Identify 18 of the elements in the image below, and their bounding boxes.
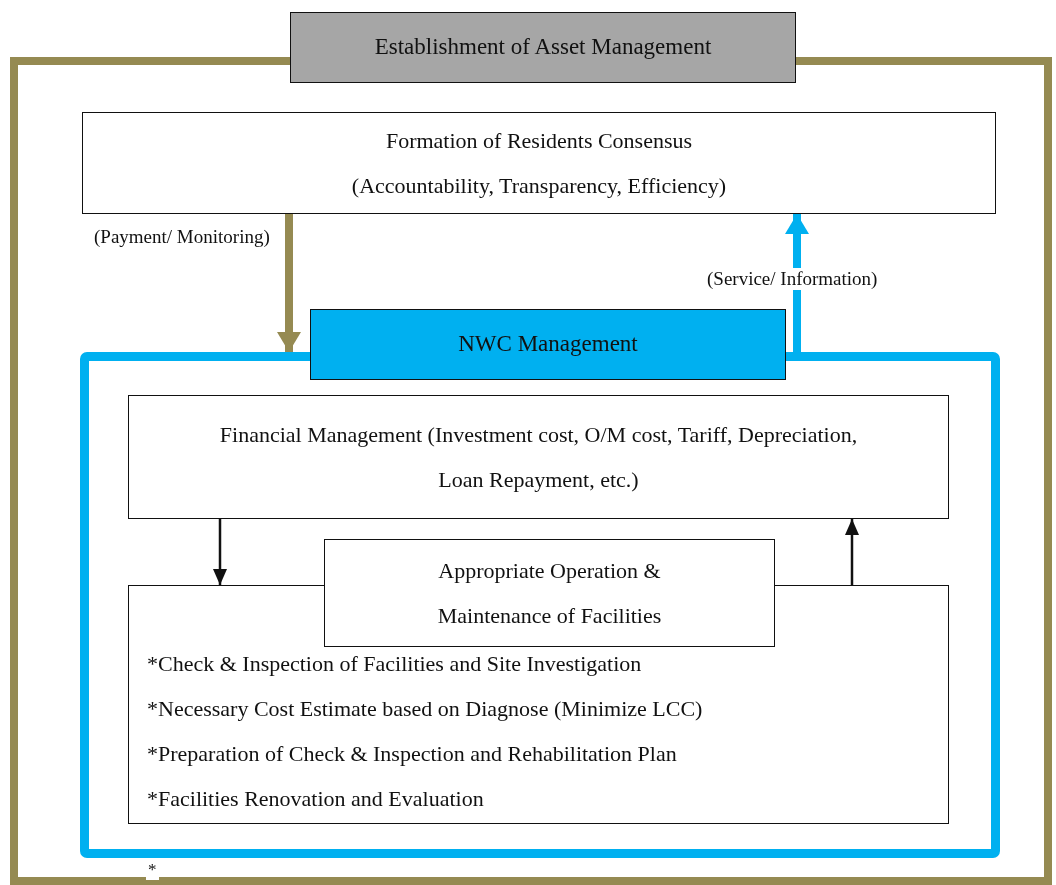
list-item: *Necessary Cost Estimate based on Diagnose (Minimize LCC) bbox=[147, 696, 703, 722]
arrow bbox=[785, 214, 809, 352]
list-item: *Check & Inspection of Facilities and Site Investigation bbox=[147, 651, 642, 677]
box-text: Financial Management (Investment cost, O/M cost, Tariff, Depreciation, Loan Repayment, etc.) bbox=[218, 421, 859, 494]
process-box bbox=[128, 395, 949, 519]
edge-label: (Payment/ Monitoring) bbox=[92, 226, 272, 248]
list-item: *Preparation of Check & Inspection and Rehabilitation Plan bbox=[147, 741, 677, 767]
edge-label: (Service/ Information) bbox=[705, 268, 880, 290]
box-text: Appropriate Operation & Maintenance of Facilities bbox=[436, 557, 663, 630]
process-box bbox=[82, 112, 996, 214]
box-text: Formation of Residents Consensus bbox=[385, 127, 693, 155]
heading-tab: NWC Management bbox=[310, 309, 786, 380]
list-item: *Facilities Renovation and Evaluation bbox=[147, 786, 484, 812]
process-box bbox=[324, 539, 775, 647]
arrow bbox=[845, 519, 859, 585]
box-text: (Accountability, Transparency, Efficiency) bbox=[351, 172, 727, 200]
arrow bbox=[213, 519, 227, 585]
heading-tab: Establishment of Asset Management bbox=[290, 12, 796, 83]
